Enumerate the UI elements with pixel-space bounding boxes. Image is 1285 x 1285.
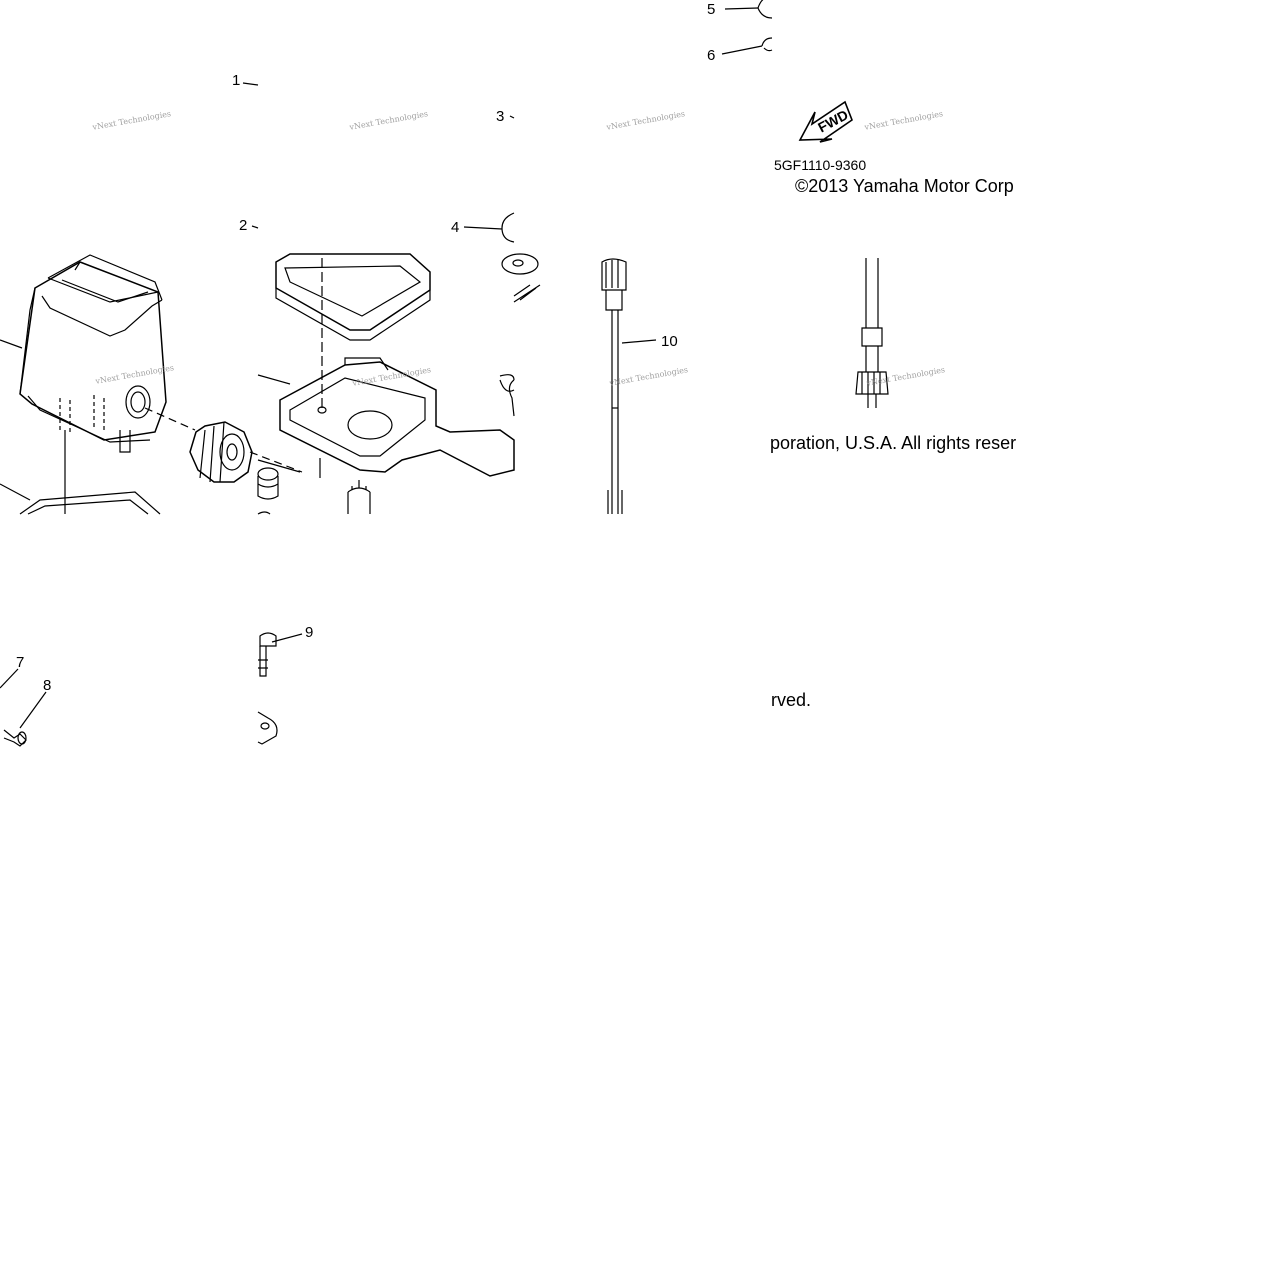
cable-right: [865, 258, 879, 328]
leader-2: [251, 225, 259, 229]
washer-fragment: [501, 253, 539, 275]
knob: [189, 421, 253, 483]
leader-8: [19, 691, 47, 729]
cable-end-top: [601, 258, 627, 291]
lens-case: [275, 253, 431, 331]
copyright-line-1: ©2013 Yamaha Motor Corp: [795, 176, 1014, 196]
callout-10: 10: [661, 333, 678, 350]
callout-5: 5: [707, 1, 716, 18]
part-6-fragment: [761, 37, 773, 52]
part-4-fragment: [501, 212, 515, 243]
meter-housing: [19, 261, 167, 441]
callout-4: 4: [451, 219, 460, 236]
callout-9: 9: [305, 624, 314, 641]
part-5-fragment: [757, 0, 773, 19]
leader-3: [509, 115, 515, 119]
leader-1: [242, 82, 259, 86]
callout-6: 6: [707, 47, 716, 64]
leader-5: [724, 7, 759, 10]
part-number: 5GF1110-9360: [774, 157, 867, 173]
callout-8: 8: [43, 677, 52, 694]
bracket: [279, 361, 515, 477]
callout-3: 3: [496, 108, 505, 125]
leader-9: [271, 633, 303, 643]
bolt-9: [259, 632, 277, 647]
copyright-line-3: rved.: [771, 690, 812, 710]
callout-7: 7: [16, 654, 25, 671]
callout-1: 1: [232, 72, 241, 89]
leader-7: [0, 668, 19, 689]
leader-4: [463, 226, 503, 230]
leader-6: [721, 45, 763, 55]
callout-2: 2: [239, 217, 248, 234]
copyright-line-2: poration, U.S.A. All rights reser: [770, 433, 1017, 453]
fwd-arrow-outline: [798, 100, 853, 143]
leader-10: [621, 339, 657, 344]
cable-10: [611, 310, 619, 514]
